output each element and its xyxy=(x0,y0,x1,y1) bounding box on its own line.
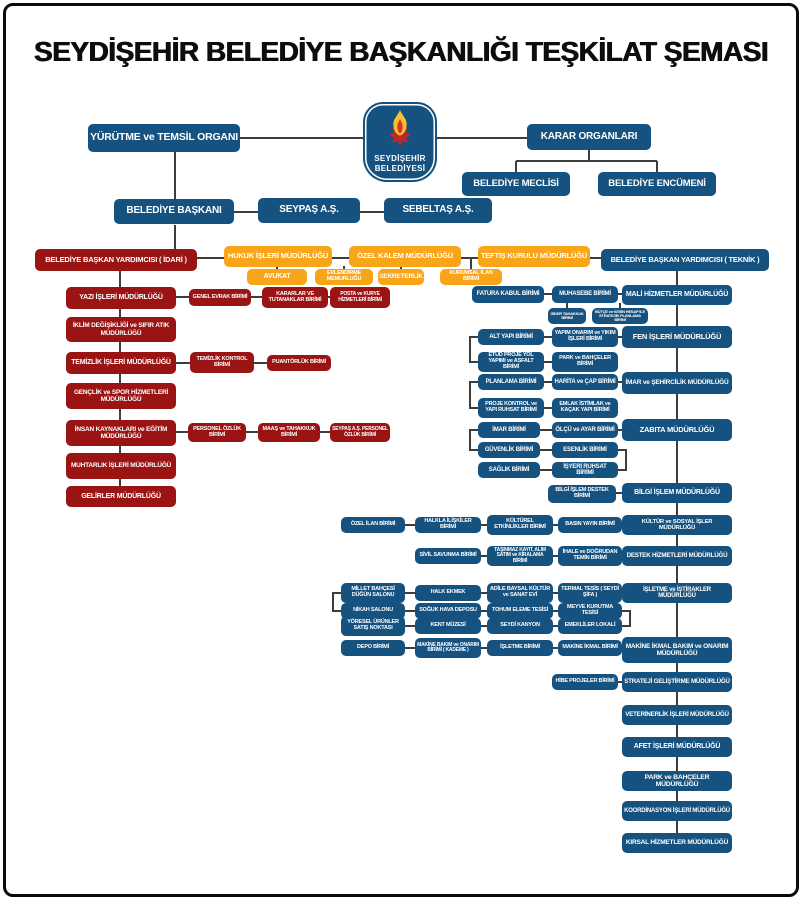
box-hukuk-isleri-mudurlugu: HUKUK İŞLERİ MÜDÜRLÜĞÜ xyxy=(224,246,332,267)
logo-name-line2: BELEDİYESİ xyxy=(374,163,426,173)
box-gider-tahakkuk-birimi: GİDER TAHAKKUK BİRİMİ xyxy=(548,308,586,324)
box-kultur-ve-sosyal-isler-mudurlugu: KÜLTÜR ve SOSYAL İŞLER MÜDÜRLÜĞÜ xyxy=(622,515,732,535)
municipality-logo: SEYDİŞEHİR BELEDİYESİ xyxy=(363,102,437,182)
box-karar-organlari: KARAR ORGANLARI xyxy=(527,124,651,150)
box-temizlik-isleri-mudurlugu: TEMİZLİK İŞLERİ MÜDÜRLÜĞÜ xyxy=(66,352,176,374)
box-destek-hizmetleri-mudurlugu: DESTEK HİZMETLERİ MÜDÜRLÜĞÜ xyxy=(622,546,732,566)
box-meyve-kurutma-tesisi: MEYVE KURUTMA TESİSİ xyxy=(558,603,622,619)
box-insan-kaynaklari-mudurlugu: İNSAN KAYNAKLARI ve EĞİTİM MÜDÜRLÜĞÜ xyxy=(66,420,176,446)
box-yurutme-ve-temsil-organi: YÜRÜTME ve TEMSİL ORGANI xyxy=(88,124,240,152)
box-esenlik-birimi: ESENLİK BİRİMİ xyxy=(552,442,618,458)
box-isyeri-ruhsat-birimi: İŞYERİ RUHSAT BİRİMİ xyxy=(552,462,618,478)
box-mali-hizmetler-mudurlugu: MALİ HİZMETLER MÜDÜRLÜĞÜ xyxy=(622,285,732,305)
box-baskan-yardimcisi-teknik: BELEDİYE BAŞKAN YARDIMCISI ( TEKNİK ) xyxy=(601,249,769,271)
box-fatura-kabul-birimi: FATURA KABUL BİRİMİ xyxy=(472,286,544,303)
box-isletme-ve-istirakler-mudurlugu: İŞLETME ve İŞTİRAKLER MÜDÜRLÜĞÜ xyxy=(622,583,732,603)
box-harita-ve-cap-birimi: HARİTA ve ÇAP BİRİMİ xyxy=(552,374,618,390)
box-bilgi-islem-destek-birimi: BİLGİ İŞLEM DESTEK BİRİMİ xyxy=(548,485,616,503)
box-hibe-projeler-birimi: HİBE PROJELER BİRİMİ xyxy=(552,674,618,690)
box-temizlik-kontrol-birimi: TEMİZLİK KONTROL BİRİMİ xyxy=(190,352,254,373)
box-gelirler-mudurlugu: GELİRLER MÜDÜRLÜĞÜ xyxy=(66,486,176,507)
box-personel-ozluk-birimi: PERSONEL ÖZLÜK BİRİMİ xyxy=(188,423,246,442)
box-muhasebe-birimi: MUHASEBE BİRİMİ xyxy=(552,286,618,303)
box-seypas-personel-ozluk-birimi: SEYPAŞ A.Ş. PERSONEL ÖZLÜK BİRİMİ xyxy=(330,423,390,442)
box-olcu-ve-ayar-birimi: ÖLÇÜ ve AYAR BİRİMİ xyxy=(552,422,618,438)
box-baskan-yardimcisi-idari: BELEDİYE BAŞKAN YARDIMCISI ( İDARİ ) xyxy=(35,249,197,271)
flame-gear-icon xyxy=(390,110,410,145)
box-evlendirme-memurlugu: EVLENDİRME MEMURLUĞU xyxy=(315,269,373,285)
box-puantorluk-birimi: PUANTÖRLÜK BİRİMİ xyxy=(267,355,331,371)
box-sebeltas-as: SEBELTAŞ A.Ş. xyxy=(384,198,492,223)
box-emlak-istimlak-kacak-yapi-birimi: EMLAK İSTİMLAK ve KAÇAK YAPI BİRİMİ xyxy=(552,398,618,418)
box-park-ve-bahceler-birimi: PARK ve BAHÇELER BİRİMİ xyxy=(552,352,618,372)
box-yoresel-urunler-satis-noktasi: YÖRESEL ÜRÜNLER SATIŞ NOKTASI xyxy=(341,616,405,636)
box-sekreterlik: SEKRETERLİK xyxy=(378,269,424,285)
box-makine-ikmal-birimi: MAKİNE İKMAL BİRİMİ xyxy=(558,640,622,656)
box-halk-ekmek: HALK EKMEK xyxy=(415,585,481,601)
box-posta-ve-kurye-birimi: POSTA ve KURYE HİZMETLERİ BİRİMİ xyxy=(330,287,390,308)
box-halkla-iliskiler-birimi: HALKLA İLİŞKİLER BİRİMİ xyxy=(415,517,481,533)
box-fen-isleri-mudurlugu: FEN İŞLERİ MÜDÜRLÜĞÜ xyxy=(622,326,732,348)
box-avukat: AVUKAT xyxy=(247,269,307,285)
box-imar-birimi: İMAR BİRİMİ xyxy=(478,422,540,438)
box-kurumsal-ilan-birimi: KURUMSAL İLAN BİRİMİ xyxy=(440,269,502,285)
box-park-ve-bahceler-mudurlugu: PARK ve BAHÇELER MÜDÜRLÜĞÜ xyxy=(622,771,732,791)
box-iklim-degisikligi-mudurlugu: İKLİM DEĞİŞİKLİĞİ ve SIFIR ATIK MÜDÜRLÜĞ… xyxy=(66,317,176,342)
box-genel-evrak-birimi: GENEL EVRAK BİRİMİ xyxy=(189,289,251,306)
box-belediye-baskani: BELEDİYE BAŞKANI xyxy=(114,199,234,224)
box-planlama-birimi: PLANLAMA BİRİMİ xyxy=(478,374,544,390)
box-termal-tesis-seydi-sifa: TERMAL TESİS ( SEYDİ ŞİFA ) xyxy=(558,583,622,603)
box-kulturel-etkinlikler-birimi: KÜLTÜREL ETKİNLİKLER BİRİMİ xyxy=(487,515,553,535)
box-butce-kesin-hesap-birimi: BÜTÇE ve KESİN HESAP İLE STRATEJİK PLANL… xyxy=(592,308,648,324)
box-belediye-encumeni: BELEDİYE ENCÜMENİ xyxy=(598,172,716,196)
box-yazi-isleri-mudurlugu: YAZI İŞLERİ MÜDÜRLÜĞÜ xyxy=(66,287,176,309)
box-soguk-hava-deposu: SOĞUK HAVA DEPOSU xyxy=(415,603,481,619)
box-afet-isleri-mudurlugu: AFET İŞLERİ MÜDÜRLÜĞÜ xyxy=(622,737,732,757)
box-ihale-dogrudan-temin-birimi: İHALE ve DOĞRUDAN TEMİN BİRİMİ xyxy=(558,546,622,566)
box-makine-ikmal-bakim-onarim-mudurlugu: MAKİNE İKMAL BAKIM ve ONARIM MÜDÜRLÜĞÜ xyxy=(622,637,732,663)
box-saglik-birimi: SAĞLIK BİRİMİ xyxy=(478,462,540,478)
chart-title: SEYDİŞEHİR BELEDİYE BAŞKANLIĞI TEŞKİLAT … xyxy=(33,36,769,67)
box-nikah-salonu: NİKAH SALONU xyxy=(341,603,405,619)
box-kent-muzesi: KENT MÜZESİ xyxy=(415,618,481,634)
box-kirsal-hizmetler-mudurlugu: KIRSAL HİZMETLER MÜDÜRLÜĞÜ xyxy=(622,833,732,853)
box-seypas-as: SEYPAŞ A.Ş. xyxy=(258,198,360,223)
box-seydi-kanyon: SEYDİ KANYON xyxy=(487,618,553,634)
box-yapim-onarim-yikim-birimi: YAPIM ONARIM ve YIKIM İŞLERİ BİRİMİ xyxy=(552,327,618,347)
box-makine-bakim-onarim-birimi-kademe: MAKİNE BAKIM ve ONARIM BİRİMİ ( KADEME ) xyxy=(415,638,481,658)
box-belediye-meclisi: BELEDİYE MECLİSİ xyxy=(462,172,570,196)
box-alt-yapi-birimi: ALT YAPI BİRİMİ xyxy=(478,329,544,345)
box-koordinasyon-isleri-mudurlugu: KOORDİNASYON İŞLERİ MÜDÜRLÜĞÜ xyxy=(622,801,732,821)
box-strateji-gelistirme-mudurlugu: STRATEJİ GELİŞTİRME MÜDÜRLÜĞÜ xyxy=(622,672,732,692)
box-guvenlik-birimi: GÜVENLİK BİRİMİ xyxy=(478,442,540,458)
box-tasinmaz-kayit-birimi: TAŞINMAZ KAYIT, ALIM SATIM ve KİRALAMA B… xyxy=(487,546,553,566)
box-depo-birimi: DEPO BİRİMİ xyxy=(341,640,405,656)
box-adile-baysal-kultur-sanat-evi: ADİLE BAYSAL KÜLTÜR ve SANAT EVİ xyxy=(487,583,553,603)
box-maas-ve-tahakkuk-birimi: MAAŞ ve TAHAKKUK BİRİMİ xyxy=(258,423,320,442)
box-sivil-savunma-birimi: SİVİL SAVUNMA BİRİMİ xyxy=(415,548,481,564)
logo-name-line1: SEYDİŞEHİR xyxy=(374,154,426,163)
box-emekliler-lokali: EMEKLİLER LOKALİ xyxy=(558,618,622,634)
box-veterinerlik-isleri-mudurlugu: VETERİNERLİK İŞLERİ MÜDÜRLÜĞÜ xyxy=(622,705,732,725)
box-millet-bahcesi-dugun-salonu: MİLLET BAHÇESİ DÜĞÜN SALONU xyxy=(341,583,405,603)
box-muhtarlik-isleri-mudurlugu: MUHTARLIK İŞLERİ MÜDÜRLÜĞÜ xyxy=(66,453,176,479)
box-basin-yayin-birimi: BASIN YAYIN BİRİMİ xyxy=(558,517,622,533)
box-tohum-eleme-tesisi: TOHUM ELEME TESİSİ xyxy=(487,603,553,619)
box-proje-kontrol-yapi-ruhsat-birimi: PROJE KONTROL ve YAPI RUHSAT BİRİMİ xyxy=(478,398,544,418)
box-teftis-kurulu-mudurlugu: TEFTİŞ KURULU MÜDÜRLÜĞÜ xyxy=(478,246,590,267)
box-isletme-birimi: İŞLETME BİRİMİ xyxy=(487,640,553,656)
box-imar-ve-sehircilik-mudurlugu: İMAR ve ŞEHİRCİLİK MÜDÜRLÜĞÜ xyxy=(622,372,732,394)
box-bilgi-islem-mudurlugu: BİLGİ İŞLEM MÜDÜRLÜĞÜ xyxy=(622,483,732,503)
box-ozel-kalem-mudurlugu: ÖZEL KALEM MÜDÜRLÜĞÜ xyxy=(349,246,461,267)
box-zabita-mudurlugu: ZABITA MÜDÜRLÜĞÜ xyxy=(622,419,732,441)
box-genclik-ve-spor-mudurlugu: GENÇLİK ve SPOR HİZMETLERİ MÜDÜRLÜĞÜ xyxy=(66,383,176,409)
box-ozel-ilan-birimi: ÖZEL İLAN BİRİMİ xyxy=(341,517,405,533)
box-kararlar-ve-tutanaklar-birimi: KARARLAR VE TUTANAKLAR BİRİMİ xyxy=(262,287,328,308)
box-etud-proje-asfalt-birimi: ETÜD PROJE YOL YAPIMI ve ASFALT BİRİMİ xyxy=(478,352,544,372)
